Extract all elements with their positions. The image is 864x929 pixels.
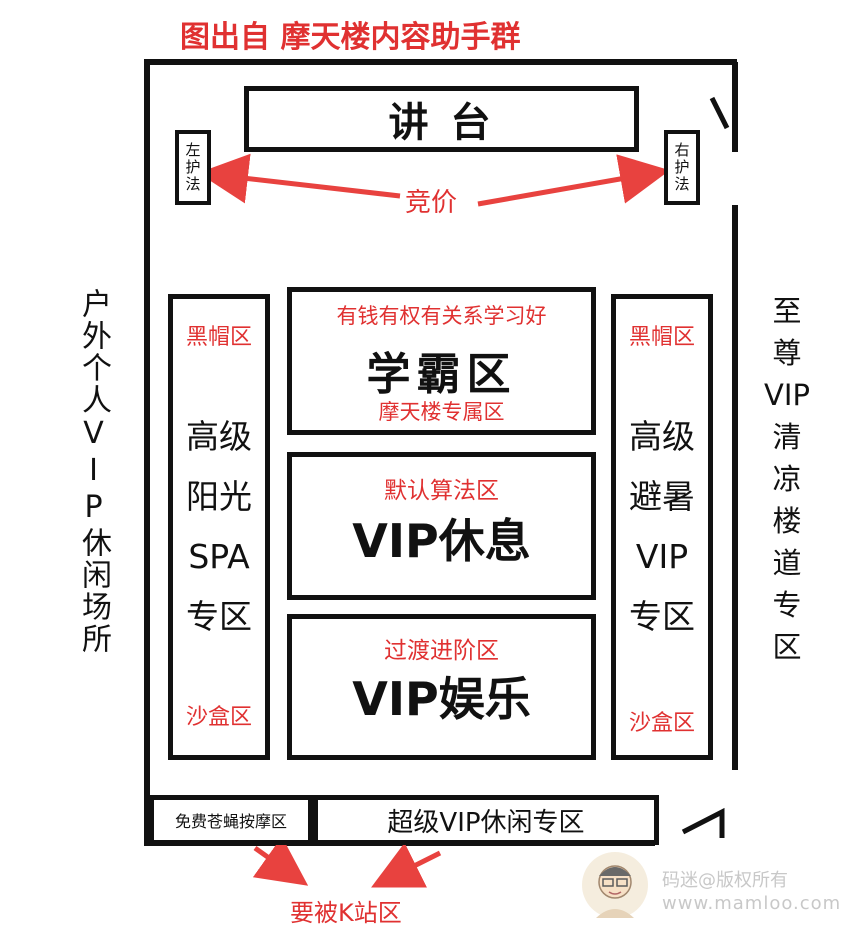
watermark-avatar [582, 852, 648, 918]
left-column-zone: 黑帽区 高级 阳光 SPA 专区 沙盒区 [168, 294, 270, 760]
right-sandbox-label: 沙盒区 [628, 711, 695, 736]
vip-entertainment-zone: 过渡进阶区 VIP娱乐 [287, 614, 596, 760]
arrow-right-to-kick [371, 842, 442, 888]
right-outside-char: VIP [764, 378, 810, 412]
vip-rest-red: 默认算法区 [384, 478, 499, 504]
right-outside-char: 尊 [772, 336, 802, 370]
arrow-left-to-kick [252, 836, 309, 886]
vip-entertainment-main: VIP娱乐 [352, 672, 531, 726]
left-guard: 左护法 [175, 130, 211, 205]
kicked-label: 要被K站区 [290, 899, 402, 927]
door-mark-bottom [681, 807, 725, 838]
top-student-zone: 有钱有权有关系学习好 学霸区 摩天楼专属区 [287, 287, 596, 435]
right-guard: 右护法 [664, 130, 700, 205]
door-mark-top [709, 96, 730, 130]
super-vip-zone: 超级VIP休闲专区 [313, 795, 659, 845]
right-column-line: 高级 [629, 417, 695, 456]
right-column-line: 专区 [629, 597, 695, 636]
bidding-label: 竞价 [405, 188, 458, 218]
free-massage-zone: 免费苍蝇按摩区 [149, 795, 313, 845]
left-column-line: 高级 [186, 417, 252, 456]
left-column-line: SPA [188, 537, 250, 576]
page-title: 图出自 摩天楼内容助手群 [180, 20, 521, 55]
left-outside-label: 户外个人VIP休闲场所 [76, 288, 111, 655]
watermark-text-2: www.mamloo.com [662, 893, 842, 914]
right-outside-char: 清 [772, 420, 802, 454]
right-column-zone: 黑帽区 高级 避暑 VIP 专区 沙盒区 [611, 294, 713, 760]
vip-entertainment-red: 过渡进阶区 [384, 638, 499, 664]
right-outside-label: 至 尊 VIP 清 凉 楼 道 专 区 [758, 290, 816, 668]
right-column-line: 避暑 [629, 477, 695, 516]
arrow-to-right-guard [477, 154, 670, 207]
right-outside-char: 楼 [772, 504, 802, 538]
left-column-line: 专区 [186, 597, 252, 636]
right-outside-char: 区 [772, 630, 802, 664]
top-student-main: 学霸区 [366, 349, 517, 400]
left-sandbox-label: 沙盒区 [185, 705, 252, 730]
right-outside-char: 凉 [772, 462, 802, 496]
right-column-main: 高级 避暑 VIP 专区 [616, 407, 708, 647]
left-column-main: 高级 阳光 SPA 专区 [173, 407, 265, 647]
right-outside-char: 道 [772, 546, 802, 580]
right-outside-char: 至 [772, 294, 802, 328]
left-blackhat-label: 黑帽区 [185, 325, 252, 350]
top-student-red-bottom: 摩天楼专属区 [378, 400, 505, 424]
avatar-face-icon [596, 865, 634, 918]
right-outside-char: 专 [772, 588, 802, 622]
left-column-line: 阳光 [186, 477, 252, 516]
watermark-text-1: 码迷@版权所有 [662, 870, 788, 891]
right-column-line: VIP [635, 537, 689, 576]
vip-rest-zone: 默认算法区 VIP休息 [287, 452, 596, 600]
right-blackhat-label: 黑帽区 [628, 325, 695, 350]
arrow-to-left-guard [198, 153, 401, 204]
podium: 讲 台 [244, 86, 639, 152]
top-student-red-top: 有钱有权有关系学习好 [336, 304, 547, 328]
vip-rest-main: VIP休息 [352, 514, 531, 568]
